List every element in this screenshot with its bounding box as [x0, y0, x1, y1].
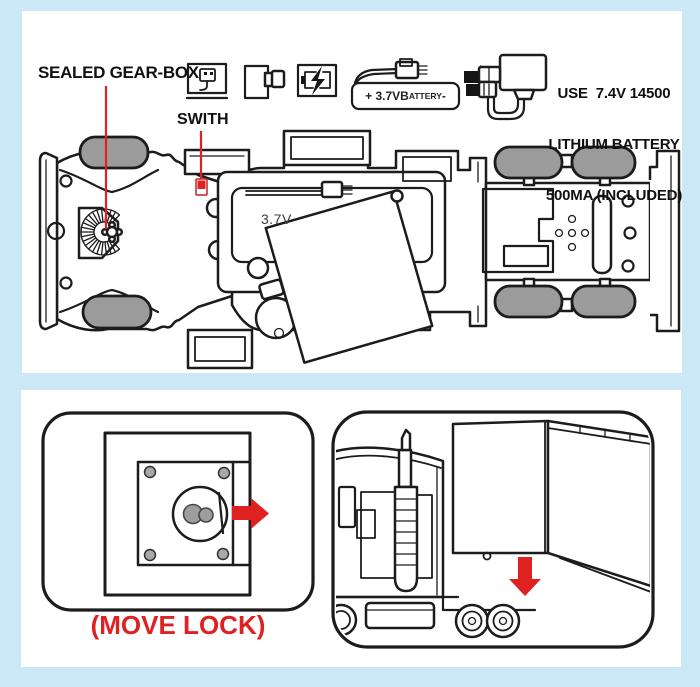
battery-usage-note: USE 7.4V 14500 LITHIUM BATTERY 500MA (IN… — [544, 51, 684, 238]
battery-compartment-voltage: 3.7V — [261, 211, 292, 227]
note-line-3: 500MA (INCLUDED) — [545, 187, 683, 204]
move-lock-caption: (MOVE LOCK) — [90, 610, 266, 640]
battery-pack-text-suffix: - — [441, 89, 446, 103]
switch-label: SWITH — [177, 111, 229, 128]
note-line-1: USE 7.4V 14500 — [557, 85, 671, 102]
battery-pack-text-small: ATTERY — [408, 91, 442, 101]
note-line-2: LITHIUM BATTERY — [548, 136, 680, 153]
battery-pack-text: + 3.7VB — [365, 89, 409, 103]
sealed-gearbox-label: SEALED GEAR-BOX — [38, 63, 199, 82]
